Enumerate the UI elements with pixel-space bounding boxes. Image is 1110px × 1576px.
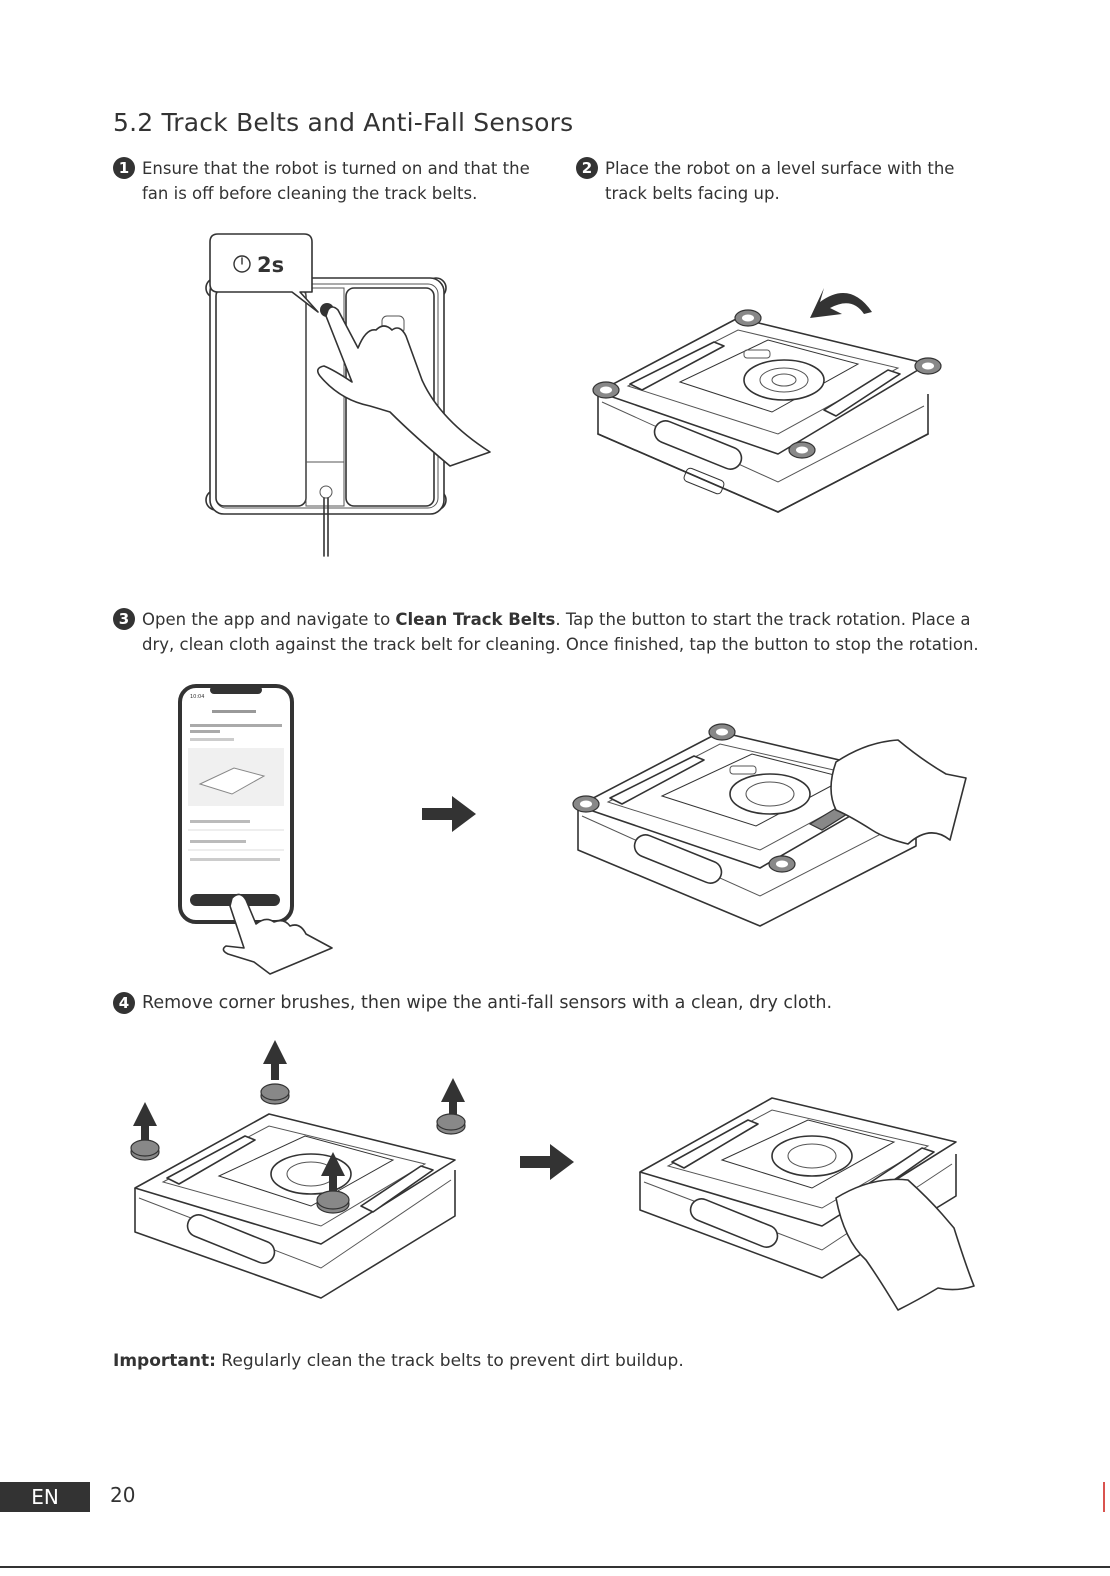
hand-icon	[222, 893, 333, 975]
step-2-text: Place the robot on a level surface with …	[605, 159, 955, 203]
right-arrow-icon	[520, 1144, 574, 1180]
important-label: Important:	[113, 1351, 216, 1371]
step-4-text: Remove corner brushes, then wipe the ant…	[142, 993, 833, 1013]
robot-flipped-illustration	[592, 288, 942, 513]
edge-marker	[1103, 1482, 1105, 1512]
step-4: 4 Remove corner brushes, then wipe the a…	[113, 991, 1003, 1016]
step-1-text: Ensure that the robot is turned on and t…	[142, 159, 530, 203]
step-number-2: 2	[576, 157, 598, 179]
robot-brushes-removed-illustration	[130, 1040, 466, 1299]
rotate-arrow-icon	[810, 288, 872, 318]
language-badge: EN	[0, 1482, 90, 1512]
step-1: 1 Ensure that the robot is turned on and…	[113, 156, 543, 206]
bottom-rule	[0, 1566, 1110, 1568]
step-3: 3 Open the app and navigate to Clean Tra…	[113, 607, 1003, 657]
hand-icon	[316, 306, 491, 467]
step-number-3: 3	[113, 608, 135, 630]
corner-brush	[914, 357, 942, 375]
corner-brush	[260, 1083, 290, 1105]
corner-brush	[788, 441, 816, 459]
up-arrow-icon	[133, 1102, 157, 1142]
up-arrow-icon	[321, 1152, 345, 1192]
corner-brush	[130, 1139, 160, 1161]
page-title: 5.2 Track Belts and Anti-Fall Sensors	[113, 108, 574, 137]
important-note: Important: Regularly clean the track bel…	[113, 1351, 684, 1371]
robot-wiping-sensor-illustration	[639, 1097, 975, 1311]
step-3-text-before: Open the app and navigate to	[142, 610, 396, 629]
robot-power-illustration: 2s	[205, 233, 491, 557]
step-3-text-after: . Tap the button to start the track rota…	[142, 610, 979, 654]
corner-brush	[316, 1190, 350, 1214]
up-arrow-icon	[441, 1078, 465, 1118]
step-number-1: 1	[113, 157, 135, 179]
corner-brush	[436, 1113, 466, 1135]
important-text: Regularly clean the track belts to preve…	[215, 1351, 684, 1371]
step-3-bold: Clean Track Belts	[395, 610, 556, 629]
step-number-4: 4	[113, 992, 135, 1014]
corner-brush	[592, 381, 620, 399]
corner-brush	[734, 309, 762, 327]
phone-time: 10:04	[190, 694, 204, 700]
up-arrow-icon	[263, 1040, 287, 1080]
cloth-icon	[830, 739, 967, 845]
page-number: 20	[110, 1483, 136, 1507]
cloth-icon	[835, 1178, 975, 1311]
power-icon	[233, 255, 251, 273]
robot-cleaning-track-illustration	[572, 723, 967, 927]
right-arrow-icon	[422, 796, 476, 832]
phone-app-illustration: 10:04	[178, 684, 333, 975]
step-2: 2 Place the robot on a level surface wit…	[576, 156, 976, 206]
press-duration: 2s	[257, 253, 284, 277]
